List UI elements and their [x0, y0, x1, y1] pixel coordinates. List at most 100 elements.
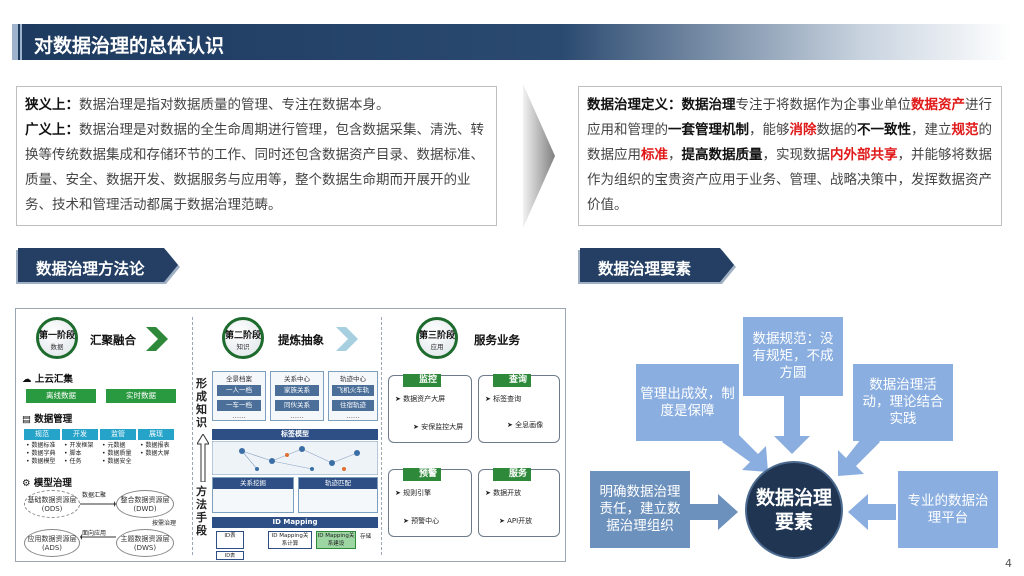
broad-label: 广义上： — [25, 122, 79, 138]
tab-norms: 规范 — [24, 429, 60, 440]
def-text: 的数据应用 — [587, 122, 992, 163]
def-text: ，实现数据 — [762, 147, 831, 163]
methods-vertical: 方法手段 — [196, 485, 207, 537]
scope-definition-box: 狭义上：数据治理是指对数据质量的管理、专注在数据本身。 广义上：数据治理是对数据… — [16, 86, 497, 226]
def-bold: 一套管理机制 — [668, 122, 749, 138]
ods-layer-oval: 基础数据资源层(ODS) — [24, 490, 80, 518]
methodology-diagram: 第一阶段 数据 汇聚融合 ☁ 上云汇集 离线数据 实时数据 ▤ 数据管理 规范 … — [15, 308, 566, 562]
def-highlight: 规范 — [951, 122, 979, 138]
kg-card-relation: 关系中心 家族关系 同伙关系 …… — [270, 371, 324, 421]
id-table-box: ID表 — [216, 531, 244, 549]
service-item: ➤ 预警中心 — [403, 517, 440, 525]
element-management-system: 管理出成效，制度是保障 — [636, 364, 739, 441]
stage2-number: 第二阶段 — [225, 331, 262, 341]
item: 数据大屏 — [145, 450, 170, 457]
def-text: 数据的 — [816, 122, 858, 138]
def-text: ，建立 — [911, 122, 952, 138]
card-more: …… — [346, 412, 360, 420]
service-item-text: 安保监控大屏 — [421, 423, 464, 431]
chevron-right-icon — [146, 327, 168, 351]
item: 元数据 — [107, 442, 126, 449]
def-highlight: 消除 — [789, 122, 817, 138]
service-item-text: 数据资产大屏 — [403, 395, 446, 403]
item: 数据标准 — [31, 442, 56, 449]
card-title: 轨迹中心 — [340, 375, 366, 383]
governance-definition-box: 数据治理定义：数据治理专注于将数据作为企事业单位数据资产进行应用和管理的一套管理… — [578, 86, 1002, 226]
definition-label: 数据治理定义： — [587, 97, 682, 113]
service-title: 监控 — [403, 374, 442, 387]
service-title: 服务 — [493, 468, 532, 481]
section-header-methodology: 数据治理方法论 — [16, 248, 182, 286]
service-item: ➤ 安保监控大屏 — [413, 423, 464, 431]
tab-development-items: • 开发框架• 脚本• 任务 — [64, 442, 94, 465]
def-text: ， — [668, 147, 682, 163]
service-service-card: 服务 ➤ 数据开放 ➤ API开放 — [478, 468, 560, 537]
model-governance-label: 模型治理 — [33, 478, 72, 489]
stage1-sub: 数据 — [50, 343, 64, 351]
data-management-heading: ▤ 数据管理 — [22, 414, 73, 425]
governance-elements-center: 数据治理要素 — [745, 461, 843, 559]
card-title: 关系中心 — [284, 375, 310, 383]
title-accent-line — [20, 24, 22, 60]
def-highlight: 内外部共享 — [830, 147, 898, 163]
model-governance-heading: ⚙ 模型治理 — [22, 478, 72, 489]
realtime-data-block: 实时数据 — [106, 389, 176, 403]
service-alert-card: 预警 ➤ 规则引擎 ➤ 预警中心 — [388, 468, 472, 537]
stage3-name: 服务业务 — [474, 333, 520, 347]
offline-data-block: 离线数据 — [26, 389, 96, 403]
page-number: 4 — [1005, 557, 1012, 570]
page-title: 对数据治理的总体认识 — [34, 35, 225, 57]
service-item-text: 标签查询 — [493, 395, 522, 403]
label-model-bar: 标签模型 — [212, 429, 378, 440]
id-calc-box: ID Mapping关系计算 — [268, 531, 312, 549]
arrow-icon — [690, 494, 738, 530]
section-header-arrow-shape — [578, 248, 736, 284]
title-bar: 对数据治理的总体认识 — [12, 24, 1012, 60]
service-item: ➤ 规则引擎 — [395, 489, 432, 497]
stage1-number: 第一阶段 — [39, 331, 76, 341]
def-highlight: 数据资产 — [911, 97, 965, 113]
transition-arrow-icon — [523, 84, 555, 228]
relation-mining-card: 关系挖掘 — [212, 477, 294, 513]
ads-layer-oval: 应用数据资源层(ADS) — [24, 529, 80, 557]
dws-layer-oval: 主题数据资源层(DWS) — [116, 529, 174, 557]
relation-mining-title: 关系挖掘 — [213, 478, 293, 489]
def-text: 专注于将数据作为企事业单位 — [735, 97, 912, 113]
tab-norms-items: • 数据标准• 数据字典• 数据模型 — [26, 442, 56, 465]
stage1-name: 汇聚融合 — [90, 333, 136, 347]
element-governance-practice: 数据治理活动，理论结合实践 — [853, 364, 953, 441]
element-governance-platform: 专业的数据治理平台 — [898, 471, 998, 548]
card-cell: 飞机火车轨 — [332, 385, 374, 396]
card-cell: 同伙关系 — [275, 400, 319, 411]
service-item-text: 预警中心 — [411, 517, 440, 525]
narrow-text: 数据治理是指对数据质量的管理、专注在数据本身。 — [79, 97, 390, 113]
id-build-box: ID Mapping关系建设 — [316, 531, 356, 549]
id-mapping-bar: ID Mapping — [212, 517, 378, 528]
arrow-icon — [838, 430, 880, 476]
item: 数据报表 — [145, 442, 170, 449]
item: 数据质量 — [107, 450, 132, 457]
dwd-layer-oval: 整合数据资源层(DWD) — [116, 490, 174, 518]
flow-arrows-icon — [80, 501, 116, 540]
service-item-text: 规则引擎 — [403, 489, 432, 497]
service-item: ➤ 标签查询 — [485, 395, 522, 403]
def-bold: 提高数据质量 — [681, 147, 763, 163]
stage-divider — [192, 317, 193, 555]
stage3-sub: 应用 — [430, 343, 444, 351]
tab-presentation: 展现 — [138, 429, 174, 440]
card-cell: 一人一档 — [217, 385, 261, 396]
kg-card-trajectory: 轨迹中心 飞机火车轨 住宿轨迹 …… — [328, 371, 378, 421]
def-text: ，能够 — [749, 122, 790, 138]
data-management-label: 数据管理 — [34, 414, 73, 425]
item: 数据字典 — [31, 450, 56, 457]
item: 脚本 — [69, 450, 82, 457]
up-arrow-icon — [197, 434, 209, 482]
tab-supervision: 监管 — [100, 429, 136, 440]
service-item: ➤ 全息画像 — [507, 421, 544, 429]
id-storage-label: 存储 — [360, 534, 372, 540]
def-term: 数据治理 — [681, 97, 736, 113]
chevron-right-icon — [336, 327, 358, 351]
tab-supervision-items: • 元数据• 数据质量• 数据安全 — [102, 442, 132, 465]
trajectory-match-title: 轨迹匹配 — [299, 478, 377, 489]
